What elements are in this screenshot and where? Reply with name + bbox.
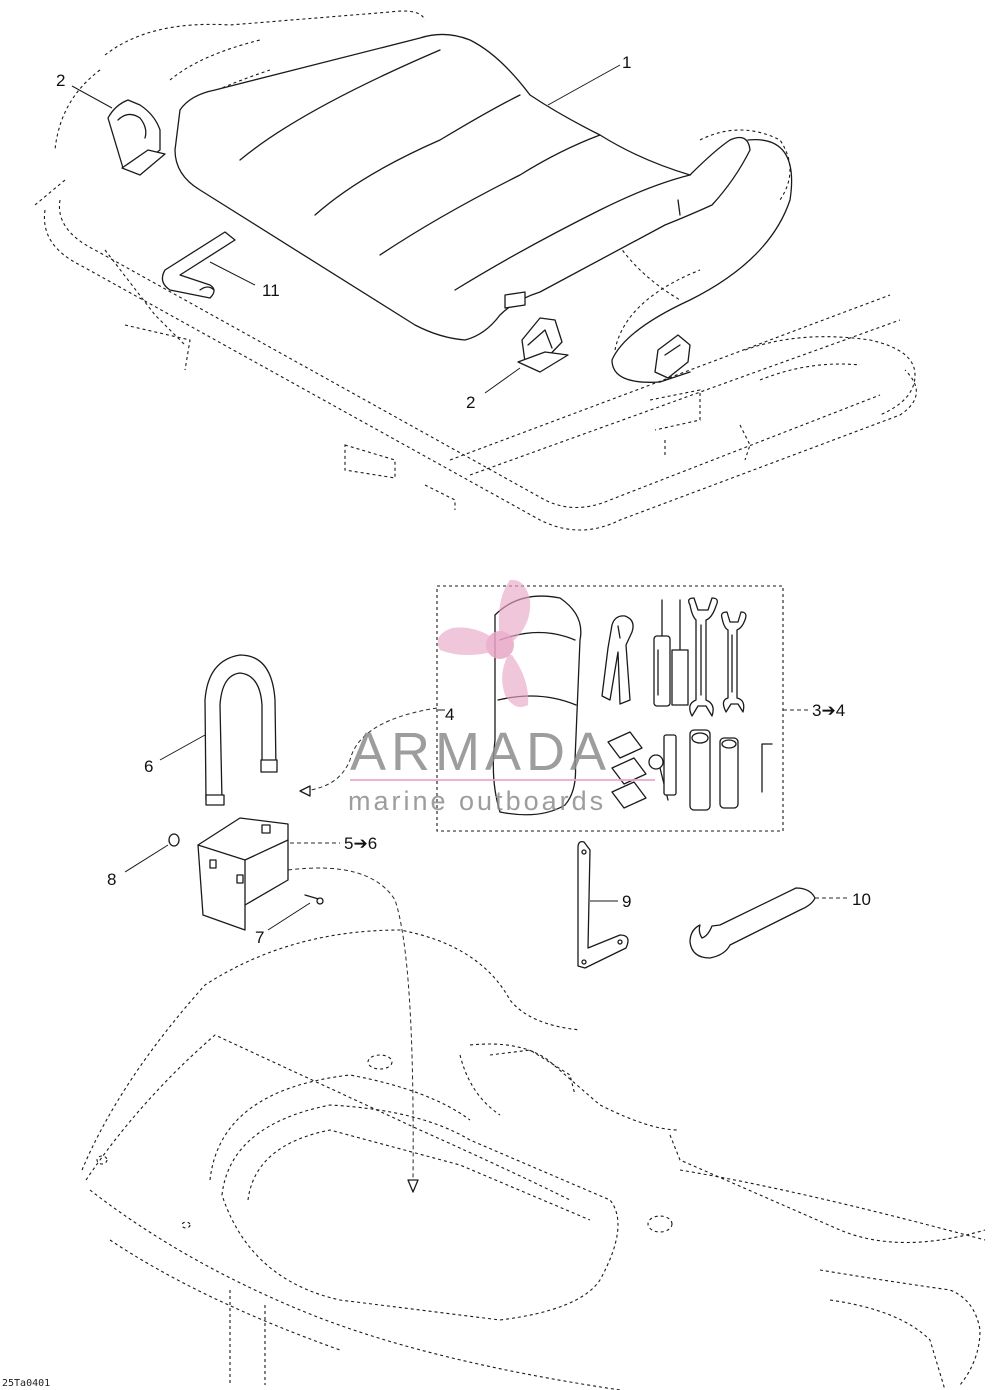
vehicle-body-outline [81, 929, 986, 1390]
watermark-tagline: marine outboards [348, 786, 606, 816]
seat-latch [654, 334, 691, 379]
seat-bracket-center [517, 317, 569, 373]
seat-frame-outline [34, 10, 917, 531]
callout-5-to-6: 5➔6 [344, 834, 377, 853]
seat [174, 33, 751, 341]
tool-bag [492, 595, 582, 816]
pliers-tool [601, 615, 634, 705]
callout-8: 8 [107, 870, 116, 889]
open-end-wrench-small [720, 611, 747, 713]
watermark-brand: ARMADA [350, 722, 611, 782]
hex-key-tool [161, 231, 236, 299]
holder-install-path [287, 867, 414, 1181]
lever-tool [577, 840, 629, 969]
callout-11: 11 [262, 281, 280, 300]
callout-1: 1 [622, 53, 631, 72]
open-end-wrench-large [688, 597, 718, 717]
callout-9: 9 [622, 892, 631, 911]
callout-3-to-4: 3➔4 [812, 701, 845, 720]
armada-watermark: ARMADA marine outboards [348, 579, 655, 816]
callout-2-left: 2 [56, 71, 65, 90]
strap-arrow-head [299, 785, 311, 797]
spark-plug-wrench-tool [671, 599, 689, 706]
allen-key-tool [761, 743, 773, 793]
fuse-set [607, 731, 647, 809]
callout-6: 6 [144, 757, 153, 776]
callout-10: 10 [852, 890, 871, 909]
spanner-wrench [689, 887, 816, 959]
screwdriver-tool [653, 599, 671, 707]
seat-bracket-left [107, 99, 166, 176]
tool-kit-box [436, 585, 784, 832]
tool-kit-holder [197, 817, 289, 931]
callout-4: 4 [445, 705, 454, 724]
callout-leaders [71, 64, 848, 931]
washer [168, 833, 180, 847]
callout-2-center: 2 [466, 393, 475, 412]
propeller-logo-icon [437, 579, 531, 708]
retaining-strap [204, 654, 278, 806]
callout-7: 7 [255, 928, 264, 947]
strap-install-path [309, 707, 438, 791]
drawing-reference-code: 25Ta0401 [2, 1378, 50, 1389]
seat-cable [611, 139, 793, 383]
socket-wrench-tools [663, 729, 739, 811]
holder-arrow-head [407, 1179, 419, 1193]
screw [304, 894, 324, 905]
